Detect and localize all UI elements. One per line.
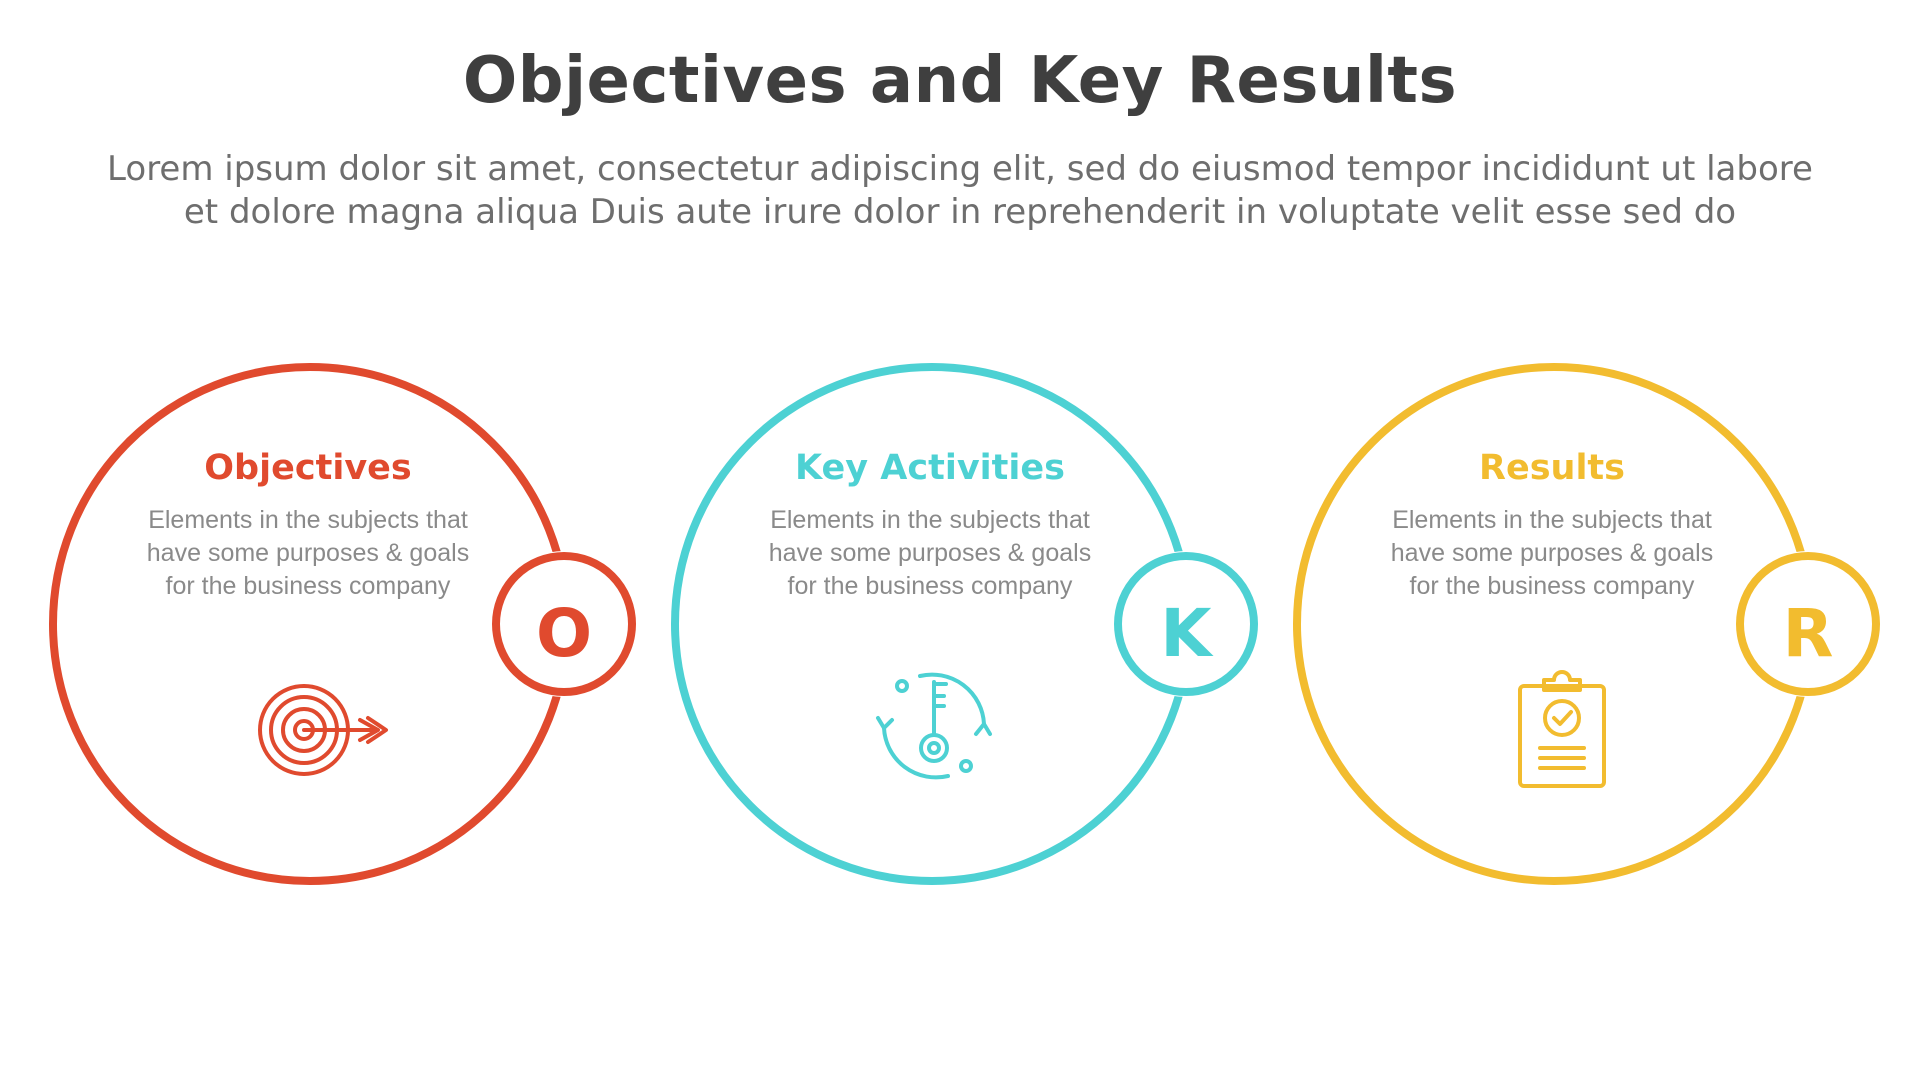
desc-line: Elements in the subjects that	[1392, 506, 1712, 534]
desc-line: have some purposes & goals	[146, 539, 470, 567]
okr-card-key-activities: Key Activities Elements in the subjects …	[670, 362, 1330, 902]
item-description: Elements in the subjects that have some …	[730, 504, 1130, 603]
desc-line: Elements in the subjects that	[148, 506, 468, 534]
key-cycle-icon	[876, 672, 992, 780]
subtitle-line-1: Lorem ipsum dolor sit amet, consectetur …	[107, 149, 1813, 189]
letter-badge: R	[1782, 595, 1834, 672]
desc-line: Elements in the subjects that	[770, 506, 1090, 534]
letter-badge: O	[535, 595, 593, 672]
item-heading: Key Activities	[795, 448, 1065, 488]
clipboard-check-icon	[1518, 670, 1606, 788]
item-description: Elements in the subjects that have some …	[1352, 504, 1752, 603]
letter-badge: K	[1160, 595, 1212, 672]
item-description: Elements in the subjects that have some …	[108, 504, 508, 603]
target-arrow-icon	[258, 684, 388, 776]
desc-line: for the business company	[787, 572, 1073, 600]
circle-frame	[1293, 363, 1881, 885]
okr-card-results: Results Elements in the subjects that ha…	[1292, 362, 1920, 902]
item-heading: Results	[1479, 448, 1625, 488]
subtitle-line-2: et dolore magna aliqua Duis aute irure d…	[183, 192, 1737, 232]
item-heading: Objectives	[204, 448, 412, 488]
desc-line: have some purposes & goals	[1390, 539, 1714, 567]
circle-frame	[49, 363, 637, 885]
circle-frame	[671, 363, 1259, 885]
desc-line: for the business company	[165, 572, 451, 600]
desc-line: for the business company	[1409, 572, 1695, 600]
page-subtitle: Lorem ipsum dolor sit amet, consectetur …	[80, 148, 1840, 234]
okr-card-objectives: Objectives Elements in the subjects that…	[48, 362, 708, 902]
desc-line: have some purposes & goals	[768, 539, 1092, 567]
page-title: Objectives and Key Results	[462, 44, 1458, 118]
